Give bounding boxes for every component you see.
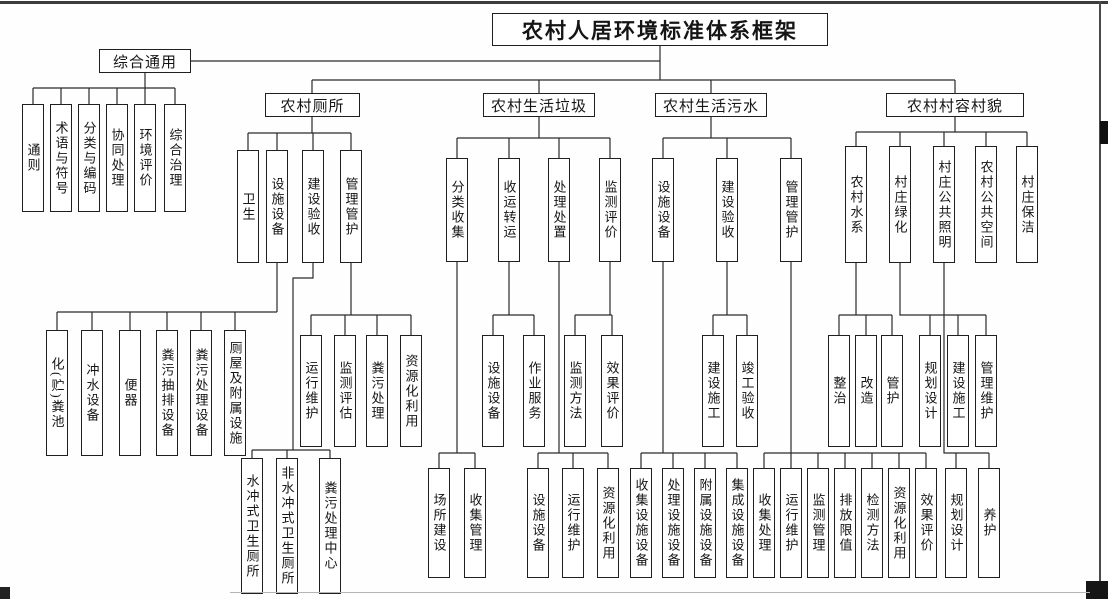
tree-node: 改造 [855,335,877,447]
branch-village-appearance: 农村村容村貌 [886,93,1024,117]
tree-node: 场所建设 [428,468,450,578]
diagram-title: 农村人居环境标准体系框架 [492,13,828,46]
tree-node: 排放限值 [834,468,856,578]
scan-artifact [1086,581,1108,599]
tree-node: 收集设施设备 [630,468,652,578]
tree-node: 监测方法 [564,335,586,447]
tree-node: 管理维护 [975,335,997,447]
tree-node: 村庄保洁 [1016,146,1038,263]
tree-node: 监测评价 [599,158,621,262]
tree-node: 竣工验收 [736,335,758,447]
tree-node: 设施设备 [652,158,674,262]
tree-node: 水冲式卫生厕所 [241,458,263,594]
branch-domestic-sewage: 农村生活污水 [655,93,767,117]
tree-node: 建设验收 [302,150,324,263]
tree-node: 监测管理 [807,468,829,578]
scan-artifact [1100,121,1108,144]
tree-node: 综合治理 [164,104,186,212]
tree-node: 通则 [22,104,44,212]
scan-border-right [1099,1,1101,599]
scan-artifact [230,592,1090,593]
tree-node: 监测评估 [334,335,356,447]
tree-node: 附属设施设备 [694,468,716,578]
branch-rural-toilets: 农村厕所 [265,93,360,117]
tree-node: 便器 [119,330,141,456]
tree-node: 粪污抽排设备 [156,330,178,456]
tree-node: 建设施工 [947,335,969,447]
tree-node: 管理管护 [340,150,362,263]
tree-node: 集成设施设备 [726,468,748,578]
tree-node: 农村公共空间 [975,146,997,263]
tree-node: 粪污处理设备 [190,330,212,456]
tree-node: 收运转运 [498,158,520,262]
tree-node: 卫生 [237,150,259,263]
branch-domestic-waste: 农村生活垃圾 [483,93,595,117]
tree-node: 运行维护 [780,468,802,578]
scan-artifact [0,587,10,599]
tree-node: 规划设计 [919,335,941,447]
tree-node: 设施设备 [266,150,288,263]
tree-node: 运行维护 [562,468,584,578]
tree-node: 粪污处理中心 [319,458,341,594]
branch-general-common: 综合通用 [99,49,191,73]
tree-node: 建设施工 [702,335,724,447]
tree-node: 建设验收 [716,158,738,262]
tree-node: 术语与符号 [50,104,72,212]
tree-node: 处理处置 [548,158,570,262]
tree-node: 分类收集 [446,158,468,262]
tree-node: 环境评价 [134,104,156,212]
tree-node: 作业服务 [523,335,545,447]
tree-node: 管理管护 [780,158,802,262]
tree-node: 收集处理 [753,468,775,578]
tree-node: 粪污处理 [366,335,388,447]
tree-node: 设施设备 [527,468,549,578]
tree-node: 处理设施设备 [662,468,684,578]
tree-node: 运行维护 [300,335,322,447]
tree-node: 规划设计 [945,468,967,578]
tree-node: 冲水设备 [81,330,103,456]
tree-node: 农村水系 [845,146,867,263]
tree-node: 非水冲式卫生厕所 [276,458,298,594]
tree-node: 效果评价 [915,468,937,578]
tree-node: 协同处理 [106,104,128,212]
tree-node: 效果评价 [601,335,623,447]
tree-node: 收集管理 [464,468,486,578]
tree-node: 养护 [978,468,1000,578]
tree-node: 管护 [881,335,903,447]
tree-node: 检测方法 [861,468,883,578]
tree-node: 分类与编码 [78,104,100,212]
tree-node: 村庄公共照明 [933,146,955,263]
tree-node: 整治 [828,335,850,447]
tree-node: 资源化利用 [400,335,422,447]
tree-node: 厕屋及附属设施 [224,330,246,456]
tree-node: 村庄绿化 [889,146,911,263]
tree-node: 资源化利用 [597,468,619,578]
tree-node: 资源化利用 [888,468,910,578]
tree-node: 设施设备 [482,335,504,447]
scan-border-top [0,1,1108,4]
tree-node: 化(贮)粪池 [46,330,68,456]
